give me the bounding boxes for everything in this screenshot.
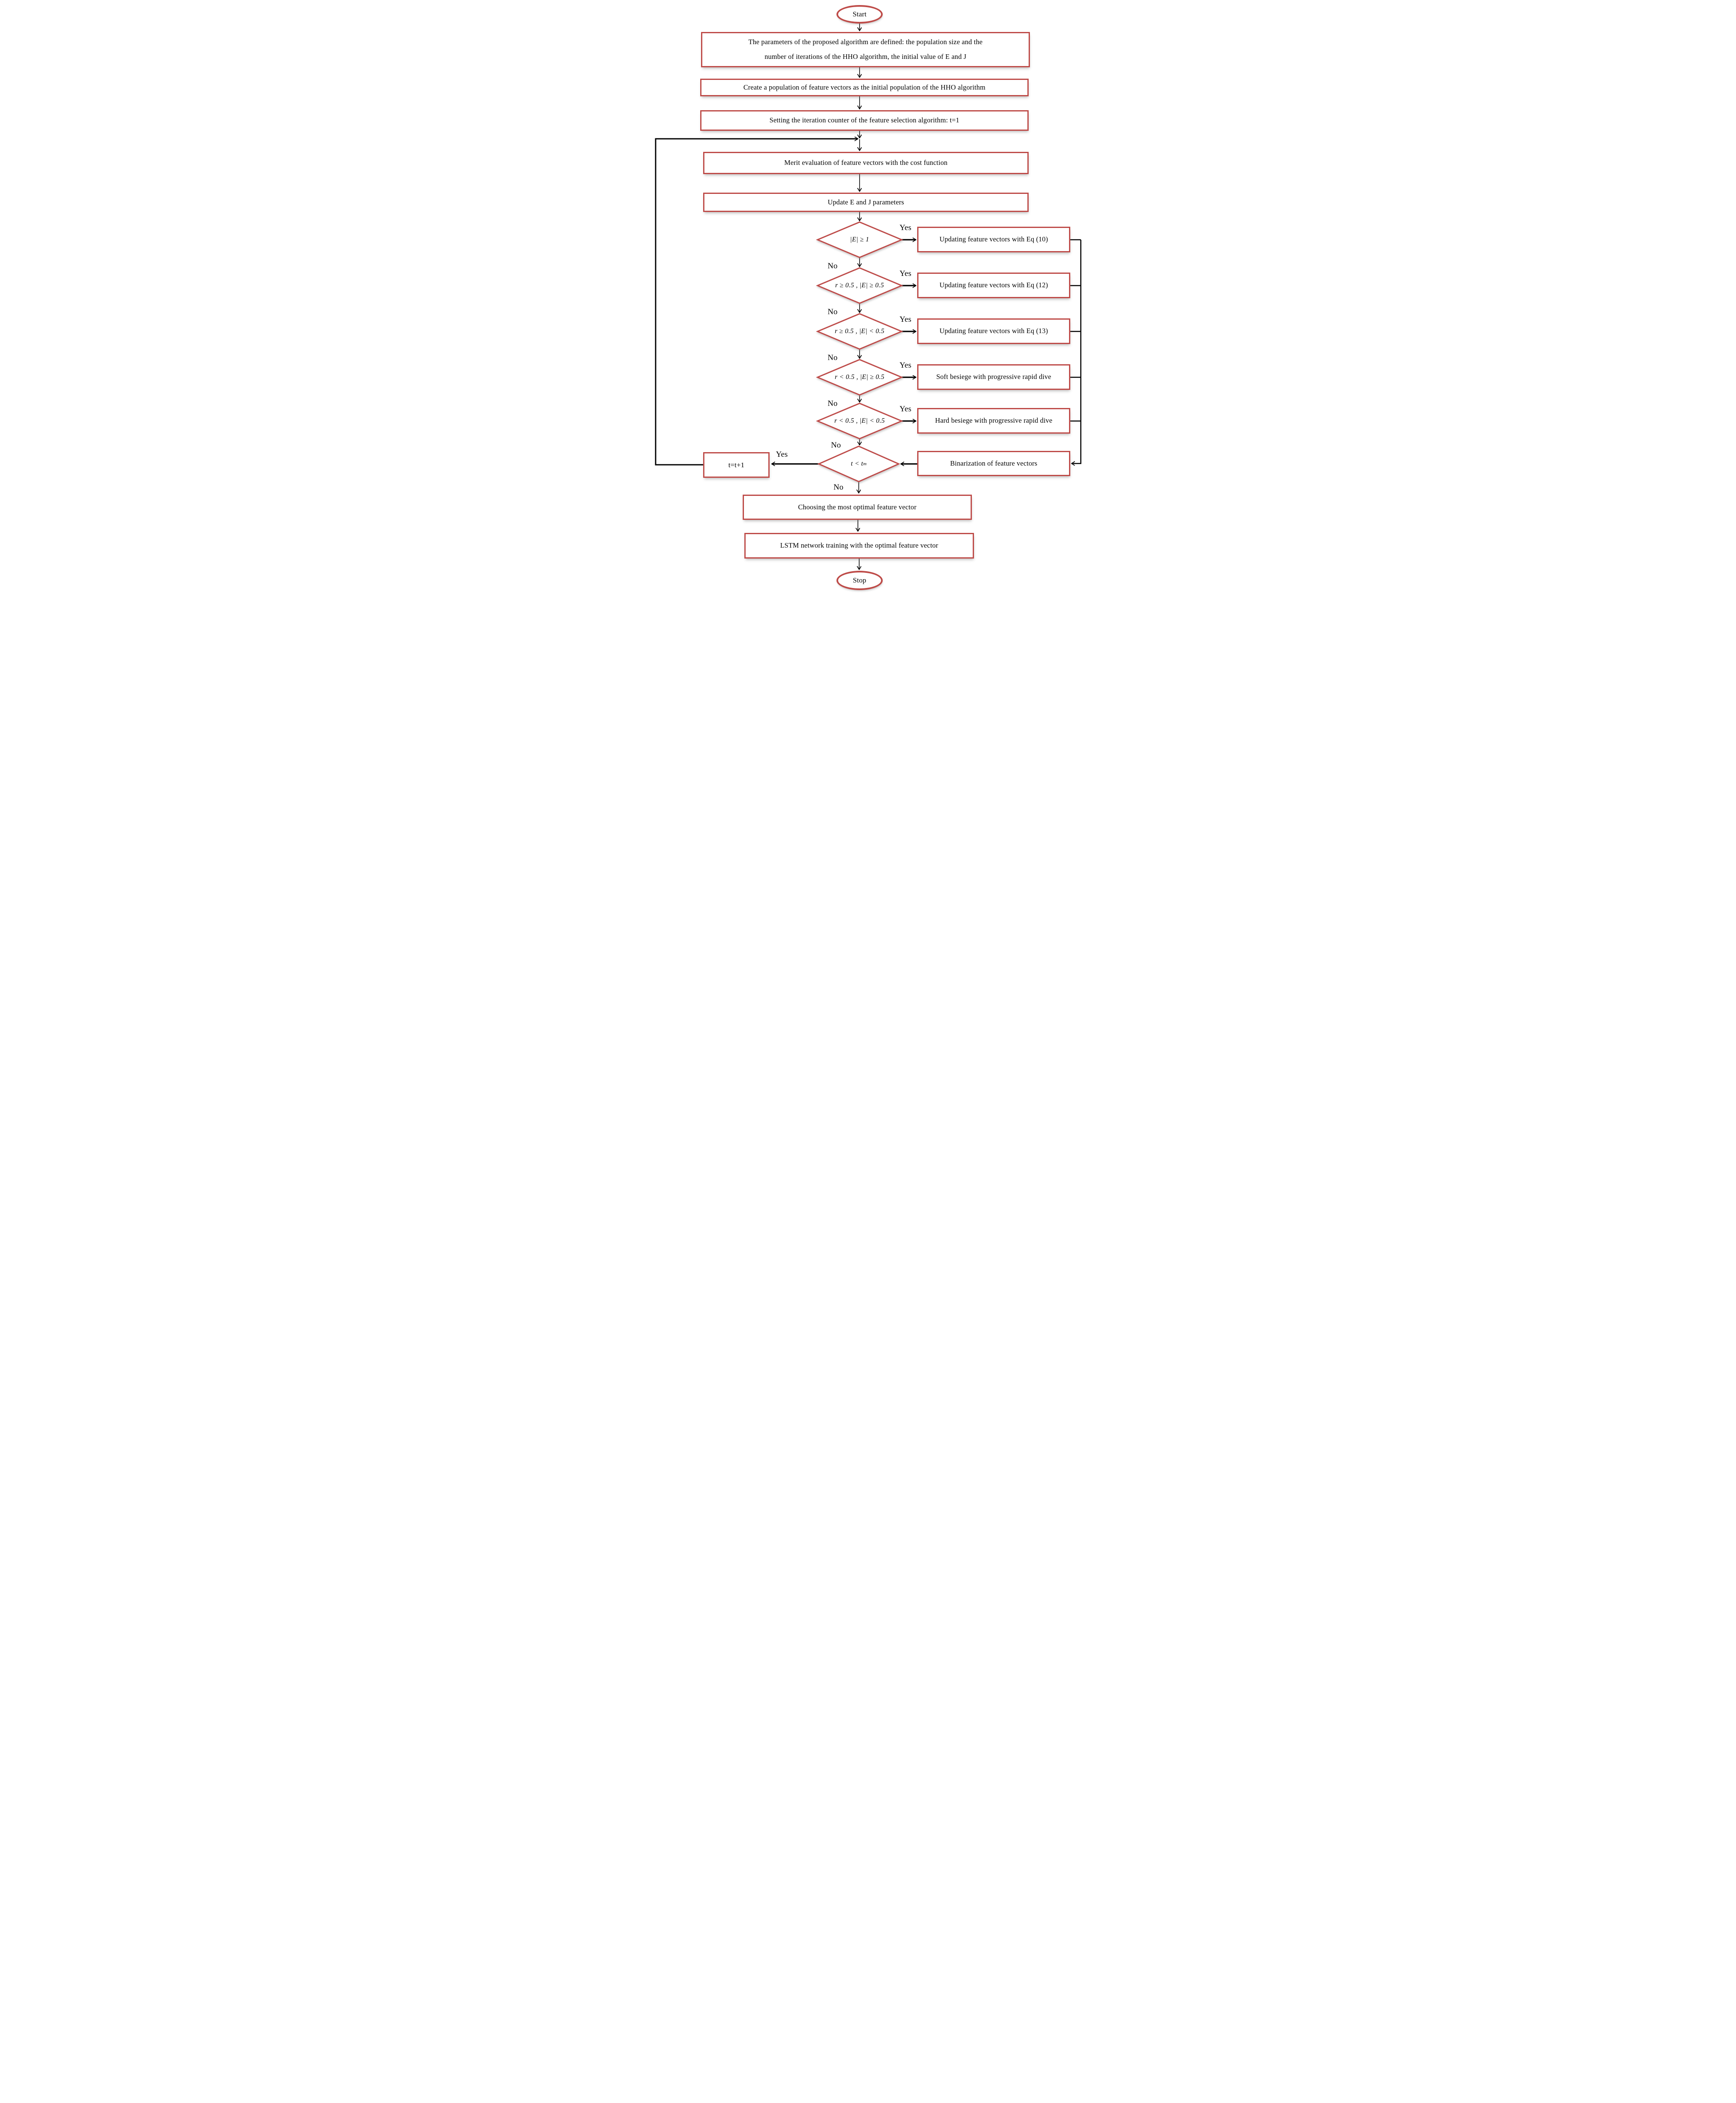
flowchart-canvas: Start Stop The parameters of the propose… bbox=[651, 0, 1085, 593]
start-terminal: Start bbox=[836, 5, 883, 24]
update-eq10-label: Updating feature vectors with Eq (10) bbox=[939, 235, 1048, 244]
yes-label-d1: Yes bbox=[900, 223, 912, 232]
no-label-d4: No bbox=[828, 399, 838, 408]
yes-label-d3: Yes bbox=[900, 315, 912, 324]
no-label-d5: No bbox=[831, 441, 841, 450]
create-population-label: Create a population of feature vectors a… bbox=[743, 83, 986, 91]
process-merit-evaluation: Merit evaluation of feature vectors with… bbox=[703, 152, 1029, 174]
update-eq12-label: Updating feature vectors with Eq (12) bbox=[939, 281, 1048, 289]
no-label-d6: No bbox=[834, 483, 844, 492]
lstm-training-label: LSTM network training with the optimal f… bbox=[780, 541, 938, 550]
binarization-label: Binarization of feature vectors bbox=[950, 459, 1037, 467]
update-eq13-label: Updating feature vectors with Eq (13) bbox=[939, 327, 1048, 335]
yes-label-d6: Yes bbox=[776, 450, 788, 459]
decision-e-ge-1 bbox=[816, 221, 903, 258]
yes-label-d2: Yes bbox=[900, 269, 912, 278]
update-e-j-label: Update E and J parameters bbox=[828, 198, 904, 206]
no-label-d3: No bbox=[828, 353, 838, 362]
soft-besiege-label: Soft besiege with progressive rapid dive bbox=[936, 373, 1051, 381]
hard-besiege-label: Hard besiege with progressive rapid dive bbox=[935, 416, 1053, 425]
process-update-eq10: Updating feature vectors with Eq (10) bbox=[917, 227, 1070, 252]
process-lstm-training: LSTM network training with the optimal f… bbox=[744, 533, 974, 559]
stop-terminal: Stop bbox=[836, 571, 883, 590]
yes-label-d4: Yes bbox=[900, 361, 912, 370]
yes-label-d5: Yes bbox=[900, 405, 912, 413]
process-iteration-counter: Setting the iteration counter of the fea… bbox=[700, 110, 1029, 131]
process-hard-besiege: Hard besiege with progressive rapid dive bbox=[917, 408, 1070, 434]
no-label-d1: No bbox=[828, 262, 838, 270]
process-binarization: Binarization of feature vectors bbox=[917, 451, 1070, 476]
decision-r-lt-e-ge bbox=[816, 359, 903, 396]
process-soft-besiege: Soft besiege with progressive rapid dive bbox=[917, 364, 1070, 390]
decision-r-ge-e-lt bbox=[816, 313, 903, 350]
process-define-parameters: The parameters of the proposed algorithm… bbox=[701, 32, 1030, 67]
choose-optimal-label: Choosing the most optimal feature vector bbox=[798, 503, 917, 511]
decision-r-ge-e-ge bbox=[816, 267, 903, 304]
process-update-e-j: Update E and J parameters bbox=[703, 193, 1029, 212]
decision-r-lt-e-lt bbox=[816, 403, 903, 440]
edge-rail-to-binarization bbox=[1072, 240, 1082, 464]
process-choose-optimal: Choosing the most optimal feature vector bbox=[743, 495, 972, 520]
stop-label: Stop bbox=[853, 576, 866, 585]
process-create-population: Create a population of feature vectors a… bbox=[700, 79, 1029, 96]
process-update-eq12: Updating feature vectors with Eq (12) bbox=[917, 273, 1070, 298]
merit-evaluation-label: Merit evaluation of feature vectors with… bbox=[784, 159, 948, 167]
start-label: Start bbox=[852, 10, 867, 19]
define-parameters-line1: The parameters of the proposed algorithm… bbox=[748, 38, 983, 46]
define-parameters-line2: number of iterations of the HHO algorith… bbox=[765, 53, 966, 61]
edge-loop-feedback bbox=[655, 139, 858, 466]
process-increment-t: t=t+1 bbox=[703, 452, 770, 478]
process-update-eq13: Updating feature vectors with Eq (13) bbox=[917, 318, 1070, 344]
increment-t-label: t=t+1 bbox=[728, 461, 745, 469]
connector-layer bbox=[655, 24, 1082, 593]
iteration-counter-label: Setting the iteration counter of the fea… bbox=[769, 116, 960, 124]
no-label-d2: No bbox=[828, 307, 838, 316]
decision-t-lt-tm bbox=[817, 445, 900, 482]
